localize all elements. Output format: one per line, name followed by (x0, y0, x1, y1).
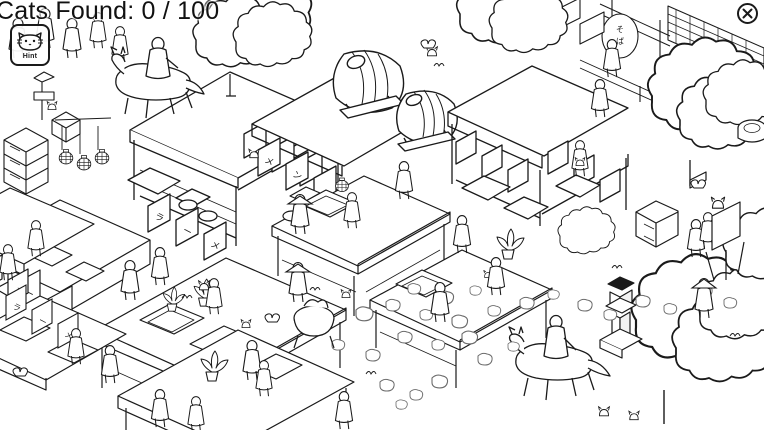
close-x-icon (742, 8, 753, 19)
svg-text:メ: メ (63, 330, 74, 342)
cats-found-counter: Cats Found: 0 / 100 (0, 0, 220, 25)
svg-text:メ: メ (263, 156, 276, 169)
svg-text:ー: ー (181, 226, 194, 239)
close-button[interactable] (737, 3, 758, 24)
svg-text:ラ: ラ (153, 211, 166, 225)
hint-button[interactable]: Hint (10, 24, 50, 66)
svg-text:ー: ー (37, 316, 48, 328)
cat-face-icon (17, 31, 43, 51)
svg-text:ラ: ラ (11, 302, 22, 314)
svg-text:そ: そ (616, 25, 624, 34)
svg-text:メ: メ (209, 240, 222, 253)
svg-text:ン: ン (291, 170, 304, 183)
svg-text:ば: ば (616, 37, 624, 46)
hint-button-label: Hint (22, 52, 38, 60)
